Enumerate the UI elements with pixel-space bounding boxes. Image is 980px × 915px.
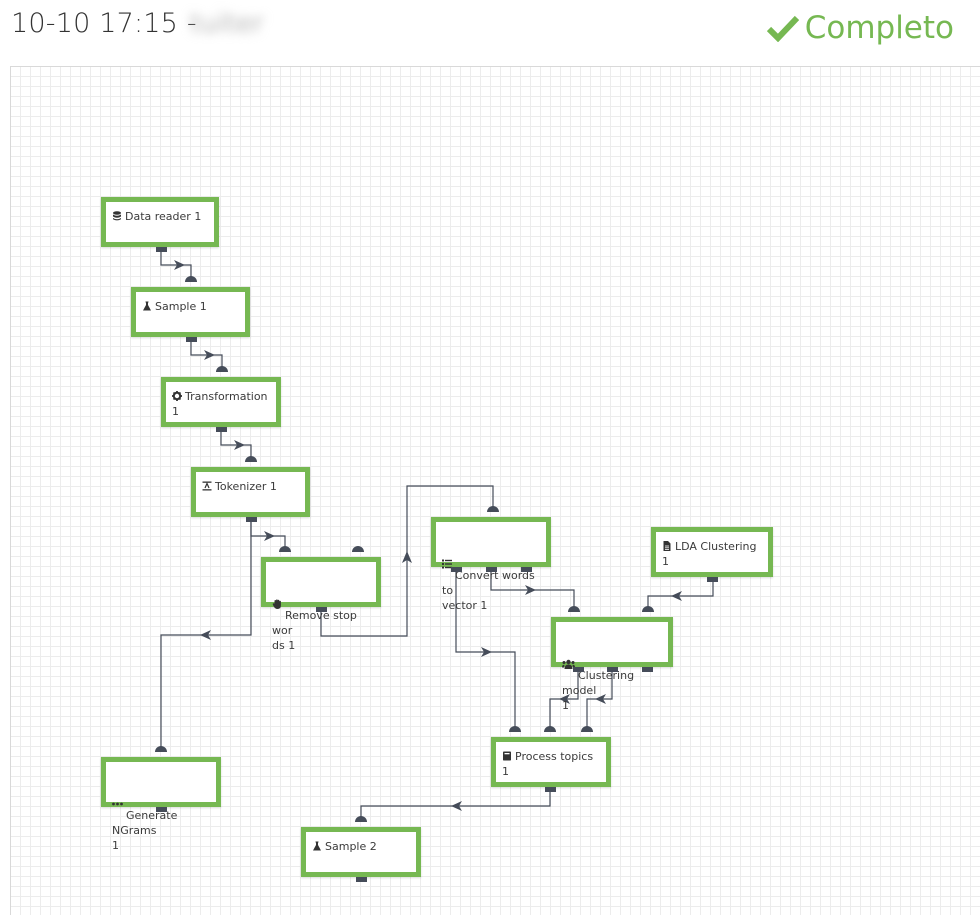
- job-name: tuiter: [190, 8, 264, 39]
- job-title: 10-10 17:15 -: [11, 8, 197, 39]
- node-label-row: Remove stop wor ds 1: [272, 569, 372, 653]
- list-icon: [442, 544, 452, 569]
- node-sample-1[interactable]: Sample 1: [131, 287, 250, 337]
- node-label-row: Tokenizer 1: [202, 479, 301, 494]
- output-port[interactable]: [316, 607, 327, 612]
- workflow-canvas[interactable]: Data reader 1 Sample 1 Transformation 1 …: [10, 66, 980, 915]
- node-label-row: Clustering model 1: [562, 629, 664, 713]
- arrow-3: [234, 440, 245, 450]
- input-port[interactable]: [279, 546, 291, 552]
- input-port[interactable]: [544, 726, 556, 732]
- input-port[interactable]: [487, 506, 499, 512]
- gear-icon: [172, 391, 182, 401]
- node-label-row: Sample 2: [312, 839, 412, 854]
- book-icon: [502, 751, 512, 761]
- output-port[interactable]: [573, 667, 584, 672]
- node-sample-2[interactable]: Sample 2: [301, 827, 421, 877]
- node-label: Data reader 1: [125, 210, 202, 223]
- output-port[interactable]: [486, 567, 497, 572]
- edge-process-topics-to-sample-2: [360, 789, 551, 822]
- output-port[interactable]: [642, 667, 653, 672]
- text-cursor-icon: [202, 481, 212, 491]
- database-icon: [112, 211, 122, 221]
- input-port[interactable]: [245, 456, 257, 462]
- input-port[interactable]: [355, 816, 367, 822]
- node-label: Remove stop wor ds 1: [272, 609, 357, 652]
- arrow-5: [200, 630, 211, 640]
- input-port[interactable]: [642, 606, 654, 612]
- arrow-6: [402, 551, 412, 563]
- node-label: Clustering model 1: [562, 669, 635, 712]
- output-port[interactable]: [156, 247, 167, 252]
- output-port[interactable]: [246, 517, 257, 522]
- arrow-9: [671, 591, 682, 601]
- hand-icon: [272, 584, 282, 609]
- output-port[interactable]: [186, 337, 197, 342]
- node-tokenizer[interactable]: Tokenizer 1: [191, 467, 310, 517]
- node-convert-words[interactable]: Convert words to vector 1: [431, 517, 551, 612]
- status-label: Completo: [804, 10, 954, 46]
- output-port[interactable]: [521, 567, 532, 572]
- arrow-2: [204, 350, 215, 360]
- node-clustering-model[interactable]: Clustering model 1: [551, 617, 673, 712]
- node-label: Sample 2: [325, 840, 377, 853]
- node-label: LDA Clustering 1: [662, 540, 757, 568]
- edge-lda-to-clustering-model: [647, 579, 714, 612]
- input-port[interactable]: [581, 726, 593, 732]
- status-badge: Completo: [766, 10, 954, 46]
- input-port[interactable]: [509, 726, 521, 732]
- output-port[interactable]: [216, 427, 227, 432]
- input-port[interactable]: [216, 366, 228, 372]
- node-label-row: LDA Clustering 1: [662, 539, 764, 569]
- node-label-row: Data reader 1: [112, 209, 210, 224]
- node-label: Process topics 1: [502, 750, 594, 778]
- edge-tokenizer-to-generate-ngrams: [160, 519, 252, 752]
- node-label-row: Sample 1: [142, 299, 241, 314]
- node-label: Convert words to vector 1: [442, 569, 535, 612]
- node-transformation[interactable]: Transformation 1: [161, 377, 281, 427]
- node-label: Generate NGrams 1: [112, 809, 178, 852]
- node-lda-clustering[interactable]: LDA Clustering 1: [651, 527, 773, 577]
- node-remove-stop-words[interactable]: Remove stop wor ds 1: [261, 557, 381, 652]
- output-port[interactable]: [451, 567, 462, 572]
- node-label-row: Process topics 1: [502, 749, 602, 779]
- input-port[interactable]: [568, 606, 580, 612]
- ellipsis-icon: [112, 784, 123, 806]
- flask-icon: [312, 841, 322, 851]
- users-icon: [562, 644, 575, 669]
- output-port[interactable]: [356, 877, 367, 882]
- output-port[interactable]: [156, 807, 167, 812]
- checkmark-icon: [766, 14, 799, 42]
- arrow-1: [174, 260, 185, 270]
- output-port[interactable]: [607, 667, 618, 672]
- document-icon: [662, 541, 672, 551]
- output-port[interactable]: [707, 577, 718, 582]
- node-generate-ngrams[interactable]: Generate NGrams 1: [101, 757, 221, 852]
- header: 10-10 17:15 - tuiter Completo: [0, 0, 980, 56]
- node-label-row: Convert words to vector 1: [442, 529, 542, 613]
- node-label: Tokenizer 1: [215, 480, 277, 493]
- input-port[interactable]: [352, 546, 364, 552]
- node-label: Transformation 1: [172, 390, 268, 418]
- input-port[interactable]: [155, 746, 167, 752]
- node-label-row: Generate NGrams 1: [112, 769, 212, 853]
- node-process-topics[interactable]: Process topics 1: [491, 737, 611, 787]
- input-port[interactable]: [185, 276, 197, 282]
- arrow-4: [264, 531, 275, 541]
- output-port[interactable]: [545, 787, 556, 792]
- node-label: Sample 1: [155, 300, 207, 313]
- node-label-row: Transformation 1: [172, 389, 272, 419]
- node-data-reader[interactable]: Data reader 1: [101, 197, 219, 247]
- flask-icon: [142, 301, 152, 311]
- arrow-8: [481, 647, 492, 657]
- arrow-12: [451, 801, 462, 811]
